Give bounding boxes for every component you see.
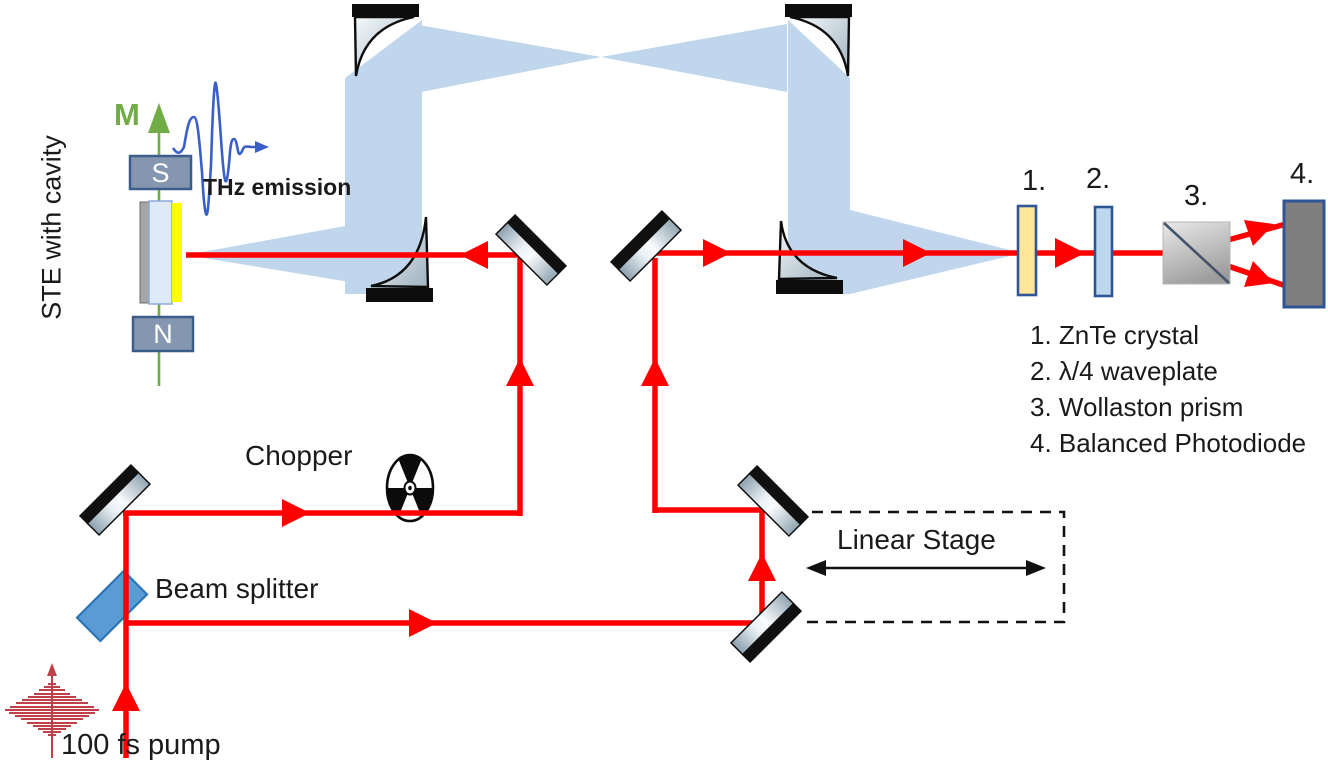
beam-splitter-shape — [75, 569, 149, 643]
quarter-waveplate — [1093, 205, 1114, 298]
linear-stage-arrow — [806, 560, 1046, 576]
oap-mirror-bottom-right — [776, 220, 843, 294]
magnet-south — [128, 154, 193, 191]
legend-item-waveplate: 2. λ/4 waveplate — [1030, 356, 1218, 386]
thz-beam — [186, 20, 1022, 294]
balanced-photodiode — [1282, 199, 1326, 309]
thz-emission-label: THz emission — [203, 174, 352, 200]
prism-number-label: 3. — [1184, 180, 1209, 212]
thz-waveform-icon — [171, 81, 269, 216]
component-legend: 1. ZnTe crystal 2. λ/4 waveplate 3. Woll… — [1030, 320, 1306, 464]
flat-mirror-center-left — [494, 213, 568, 287]
waveplate-number-label: 2. — [1086, 163, 1111, 195]
legend-item-photodiode: 4. Balanced Photodiode — [1030, 428, 1307, 458]
oap-mirror-top-left — [352, 4, 419, 77]
flat-mirror-delay-lower — [729, 590, 803, 664]
magnet-south-label: S — [151, 158, 170, 188]
znte-crystal — [1016, 204, 1038, 297]
magnet-north — [131, 315, 195, 353]
znte-number-label: 1. — [1022, 165, 1047, 197]
linear-stage-label: Linear Stage — [837, 524, 996, 555]
legend-item-prism: 3. Wollaston prism — [1030, 392, 1244, 422]
chopper-wheel-icon — [385, 453, 435, 523]
flat-mirror-center-right — [609, 209, 683, 283]
ste-label: STE with cavity — [36, 135, 67, 320]
oap-mirror-bottom-left — [366, 216, 433, 302]
magnet-north-label: N — [153, 319, 173, 349]
chopper-label: Chopper — [245, 440, 353, 471]
beam-splitter-label: Beam splitter — [155, 573, 319, 604]
photodiode-number-label: 4. — [1290, 158, 1315, 190]
wollaston-prism — [1162, 221, 1231, 285]
oap-mirror-top-right — [785, 4, 852, 77]
flat-mirror-delay-upper — [736, 464, 810, 538]
flat-mirror-lower-left — [78, 463, 152, 537]
legend-item-znte: 1. ZnTe crystal — [1030, 320, 1200, 350]
ste-sample — [139, 200, 182, 305]
magnetization-label: M — [114, 97, 140, 132]
pump-label: 100 fs pump — [61, 729, 221, 761]
pump-beam-path — [112, 220, 1287, 758]
pump-pulse-icon — [5, 663, 99, 758]
linear-stage-box — [806, 510, 1066, 624]
